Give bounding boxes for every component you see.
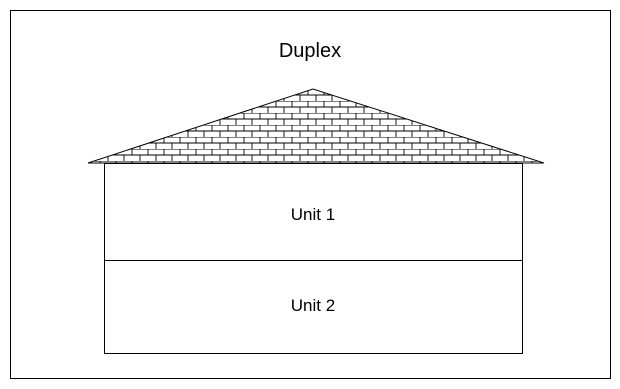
house-walls — [104, 163, 523, 354]
unit-1-label: Unit 1 — [290, 205, 336, 224]
roof — [87, 88, 545, 164]
unit-2-label: Unit 2 — [290, 296, 336, 315]
diagram-border — [10, 10, 611, 379]
diagram-title: Duplex — [278, 40, 342, 62]
